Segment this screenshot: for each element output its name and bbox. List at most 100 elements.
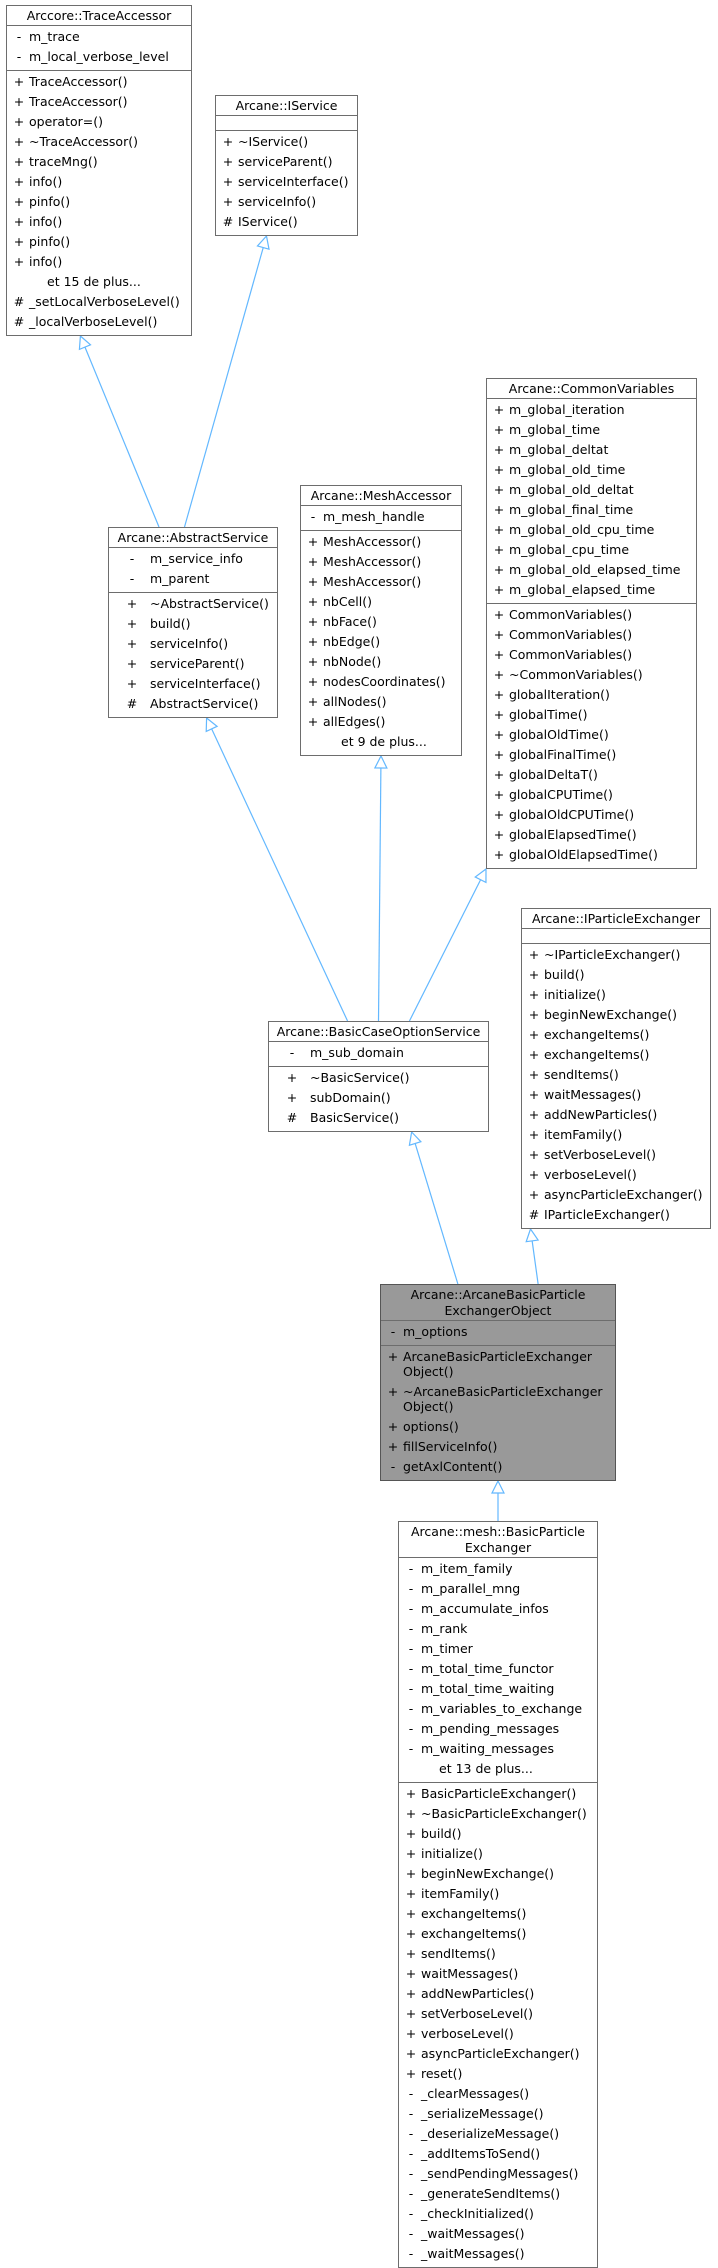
- operation-row[interactable]: +globalOldTime(): [487, 725, 696, 745]
- operation-row[interactable]: +build(): [522, 965, 710, 985]
- attribute-row[interactable]: -m_mesh_handle: [301, 507, 461, 527]
- operation-row[interactable]: +CommonVariables(): [487, 625, 696, 645]
- attribute-row[interactable]: +m_global_cpu_time: [487, 540, 696, 560]
- attribute-row[interactable]: -m_service_info: [109, 549, 277, 569]
- class-title[interactable]: Arcane::AbstractService: [117, 530, 269, 545]
- operation-row[interactable]: +nodesCoordinates(): [301, 672, 461, 692]
- operation-row[interactable]: +sendItems(): [522, 1065, 710, 1085]
- operation-row[interactable]: +build(): [399, 1824, 597, 1844]
- class-node-trace-accessor[interactable]: Arccore::TraceAccessor-m_trace-m_local_v…: [6, 5, 192, 336]
- operation-row[interactable]: +waitMessages(): [399, 1964, 597, 1984]
- operation-row[interactable]: +CommonVariables(): [487, 605, 696, 625]
- operation-row[interactable]: -_addItemsToSend(): [399, 2144, 597, 2164]
- operation-row[interactable]: +info(): [7, 252, 191, 272]
- attribute-row[interactable]: -m_options: [381, 1322, 615, 1342]
- operation-row[interactable]: +pinfo(): [7, 192, 191, 212]
- attribute-row[interactable]: -m_trace: [7, 27, 191, 47]
- operation-row[interactable]: +setVerboseLevel(): [522, 1145, 710, 1165]
- operation-row[interactable]: +initialize(): [522, 985, 710, 1005]
- operation-row[interactable]: +info(): [7, 212, 191, 232]
- operation-row[interactable]: +BasicParticleExchanger(): [399, 1784, 597, 1804]
- operation-row[interactable]: #BasicService(): [269, 1108, 488, 1128]
- operation-row[interactable]: #_setLocalVerboseLevel(): [7, 292, 191, 312]
- operation-row[interactable]: +itemFamily(): [522, 1125, 710, 1145]
- attribute-row[interactable]: +m_global_old_elapsed_time: [487, 560, 696, 580]
- operation-row[interactable]: +globalFinalTime(): [487, 745, 696, 765]
- operation-row[interactable]: +itemFamily(): [399, 1884, 597, 1904]
- class-title[interactable]: Arcane::BasicCaseOptionService: [276, 1024, 481, 1039]
- attribute-row[interactable]: -m_total_time_functor: [399, 1659, 597, 1679]
- operation-row[interactable]: +options(): [381, 1417, 615, 1437]
- operation-row[interactable]: +globalOldElapsedTime(): [487, 845, 696, 865]
- attribute-row[interactable]: +m_global_time: [487, 420, 696, 440]
- operation-row[interactable]: +initialize(): [399, 1844, 597, 1864]
- operation-row[interactable]: +fillServiceInfo(): [381, 1437, 615, 1457]
- attribute-row[interactable]: -m_variables_to_exchange: [399, 1699, 597, 1719]
- operation-row[interactable]: +serviceParent(): [109, 654, 277, 674]
- operation-row[interactable]: +nbEdge(): [301, 632, 461, 652]
- operation-row[interactable]: +traceMng(): [7, 152, 191, 172]
- operation-row[interactable]: +info(): [7, 172, 191, 192]
- operation-row[interactable]: +reset(): [399, 2064, 597, 2084]
- operation-row[interactable]: +asyncParticleExchanger(): [522, 1185, 710, 1205]
- operation-row[interactable]: +~BasicService(): [269, 1068, 488, 1088]
- operation-row[interactable]: +~AbstractService(): [109, 594, 277, 614]
- class-node-common-variables[interactable]: Arcane::CommonVariables+m_global_iterati…: [486, 378, 697, 869]
- operation-row[interactable]: +operator=(): [7, 112, 191, 132]
- operation-row[interactable]: +nbFace(): [301, 612, 461, 632]
- operation-row[interactable]: +exchangeItems(): [399, 1924, 597, 1944]
- operation-row[interactable]: +~CommonVariables(): [487, 665, 696, 685]
- operation-row[interactable]: +verboseLevel(): [399, 2024, 597, 2044]
- operation-row[interactable]: +setVerboseLevel(): [399, 2004, 597, 2024]
- class-title[interactable]: Arccore::TraceAccessor: [26, 8, 172, 23]
- attribute-row[interactable]: -m_accumulate_infos: [399, 1599, 597, 1619]
- operation-row[interactable]: +~IService(): [216, 132, 357, 152]
- operation-row[interactable]: -_waitMessages(): [399, 2244, 597, 2264]
- operation-row[interactable]: +allNodes(): [301, 692, 461, 712]
- operation-row[interactable]: +subDomain(): [269, 1088, 488, 1108]
- operation-row[interactable]: #_localVerboseLevel(): [7, 312, 191, 332]
- operation-row[interactable]: +~TraceAccessor(): [7, 132, 191, 152]
- operation-row[interactable]: #IParticleExchanger(): [522, 1205, 710, 1225]
- attribute-row[interactable]: -m_parallel_mng: [399, 1579, 597, 1599]
- operation-row[interactable]: +nbNode(): [301, 652, 461, 672]
- operation-row[interactable]: +exchangeItems(): [399, 1904, 597, 1924]
- operation-row[interactable]: -_clearMessages(): [399, 2084, 597, 2104]
- attribute-row[interactable]: +m_global_final_time: [487, 500, 696, 520]
- attribute-row[interactable]: +m_global_old_deltat: [487, 480, 696, 500]
- class-node-mesh-accessor[interactable]: Arcane::MeshAccessor-m_mesh_handle+MeshA…: [300, 485, 462, 756]
- attribute-row[interactable]: -m_parent: [109, 569, 277, 589]
- class-node-iparticle-exchanger[interactable]: Arcane::IParticleExchanger+~IParticleExc…: [521, 908, 711, 1229]
- attribute-row[interactable]: -m_total_time_waiting: [399, 1679, 597, 1699]
- operation-row[interactable]: +globalOldCPUTime(): [487, 805, 696, 825]
- operation-row[interactable]: +MeshAccessor(): [301, 552, 461, 572]
- attribute-row[interactable]: -m_timer: [399, 1639, 597, 1659]
- operation-row[interactable]: +build(): [109, 614, 277, 634]
- operation-row[interactable]: +beginNewExchange(): [522, 1005, 710, 1025]
- operation-row[interactable]: +globalCPUTime(): [487, 785, 696, 805]
- operation-row[interactable]: -_sendPendingMessages(): [399, 2164, 597, 2184]
- operation-row[interactable]: +serviceParent(): [216, 152, 357, 172]
- operation-row[interactable]: +CommonVariables(): [487, 645, 696, 665]
- operation-row[interactable]: +allEdges(): [301, 712, 461, 732]
- operation-row[interactable]: +waitMessages(): [522, 1085, 710, 1105]
- attribute-row[interactable]: +m_global_old_cpu_time: [487, 520, 696, 540]
- operation-row[interactable]: +TraceAccessor(): [7, 72, 191, 92]
- operation-row[interactable]: +~BasicParticleExchanger(): [399, 1804, 597, 1824]
- operation-row[interactable]: +globalDeltaT(): [487, 765, 696, 785]
- operation-row[interactable]: +serviceInfo(): [216, 192, 357, 212]
- attribute-row[interactable]: +m_global_iteration: [487, 400, 696, 420]
- attribute-row[interactable]: +m_global_old_time: [487, 460, 696, 480]
- operation-row[interactable]: +beginNewExchange(): [399, 1864, 597, 1884]
- operation-row[interactable]: -_waitMessages(): [399, 2224, 597, 2244]
- operation-row[interactable]: +globalTime(): [487, 705, 696, 725]
- operation-row[interactable]: +sendItems(): [399, 1944, 597, 1964]
- class-node-abstract-service[interactable]: Arcane::AbstractService-m_service_info-m…: [108, 527, 278, 718]
- operation-row[interactable]: +~IParticleExchanger(): [522, 945, 710, 965]
